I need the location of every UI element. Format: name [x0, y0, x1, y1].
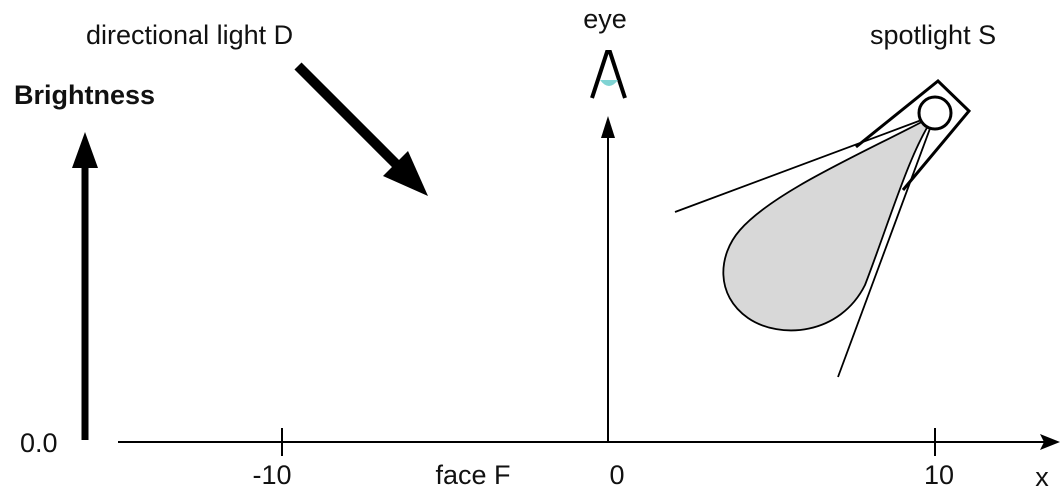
spot-cone-upper-line	[674, 114, 936, 213]
face-label: face F	[435, 460, 510, 490]
view-axis-arrowhead	[601, 116, 615, 138]
zero-brightness-label: 0.0	[20, 428, 58, 458]
spot-bulb	[917, 95, 953, 131]
eye-label: eye	[583, 4, 627, 34]
spot-beam-lobe	[722, 114, 936, 332]
tick-label-minus10: -10	[252, 460, 291, 490]
spotlight-icon	[674, 79, 972, 378]
spotlight-label: spotlight S	[870, 20, 996, 50]
x-axis-arrowhead	[1040, 434, 1060, 450]
spot-housing	[855, 79, 972, 191]
brightness-axis-arrowhead	[72, 132, 98, 168]
x-axis-label: x	[1035, 462, 1049, 492]
directional-light-arrow-icon	[294, 62, 428, 196]
tick-label-10: 10	[924, 460, 954, 490]
eye-icon	[590, 50, 627, 99]
spot-cone-lower-line	[837, 114, 936, 378]
tick-label-0: 0	[609, 460, 624, 490]
eye-pupil-icon	[600, 80, 618, 86]
brightness-label: Brightness	[14, 80, 155, 110]
directional-light-label: directional light D	[86, 20, 293, 50]
